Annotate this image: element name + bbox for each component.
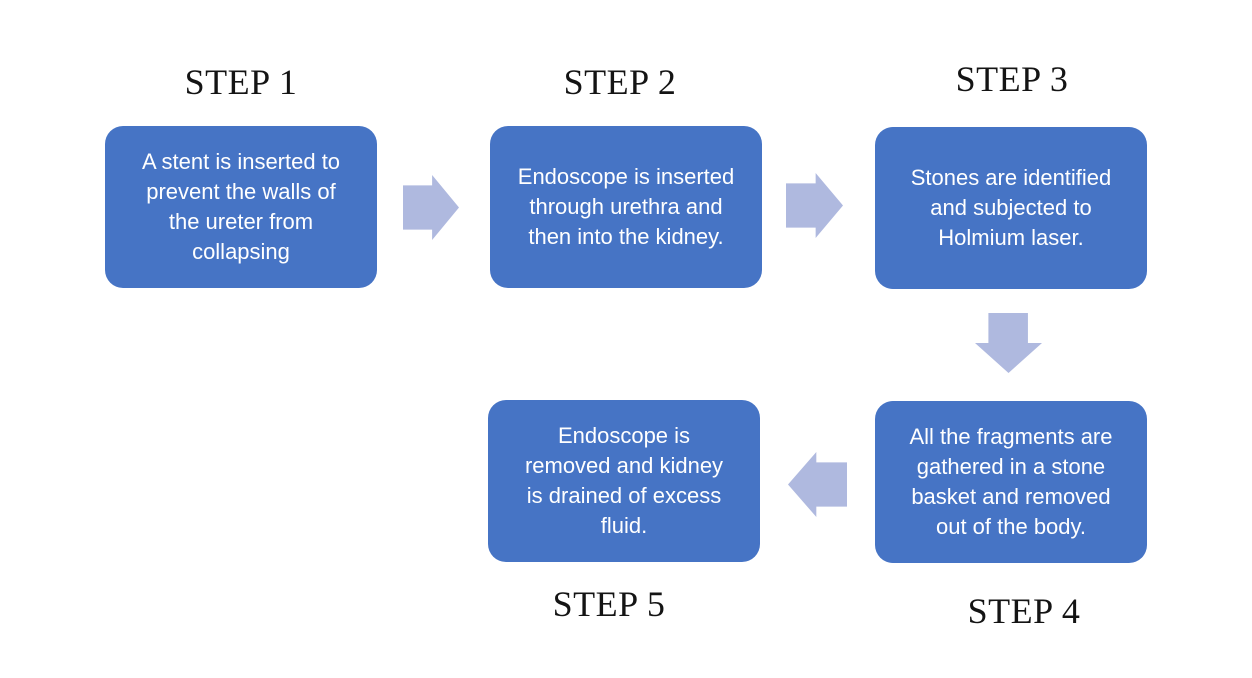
- step4-box: All the fragments are gathered in a ston…: [875, 401, 1147, 563]
- step5-box-text: Endoscope is removed and kidney is drain…: [524, 423, 724, 538]
- step3-heading: STEP 3: [955, 59, 1069, 99]
- step1-box-text: A stent is inserted to prevent the walls…: [141, 149, 341, 264]
- arrow-step4-to-step5-icon: [788, 452, 847, 517]
- arrow-step3-to-step4-icon: [975, 313, 1042, 373]
- step1-box: A stent is inserted to prevent the walls…: [105, 126, 377, 288]
- step4-heading: STEP 4: [967, 591, 1081, 631]
- step4-box-text: All the fragments are gathered in a ston…: [909, 424, 1113, 539]
- step3-box-text: Stones are identified and subjected to H…: [910, 165, 1112, 250]
- step2-box: Endoscope is inserted through urethra an…: [490, 126, 762, 288]
- arrow-step1-to-step2-icon: [403, 175, 459, 240]
- step2-heading: STEP 2: [563, 62, 677, 102]
- step3-box: Stones are identified and subjected to H…: [875, 127, 1147, 289]
- step5-heading: STEP 5: [552, 584, 666, 624]
- step2-box-text: Endoscope is inserted through urethra an…: [517, 164, 735, 249]
- step1-heading: STEP 1: [184, 62, 298, 102]
- step5-box: Endoscope is removed and kidney is drain…: [488, 400, 760, 562]
- arrow-step2-to-step3-icon: [786, 173, 843, 238]
